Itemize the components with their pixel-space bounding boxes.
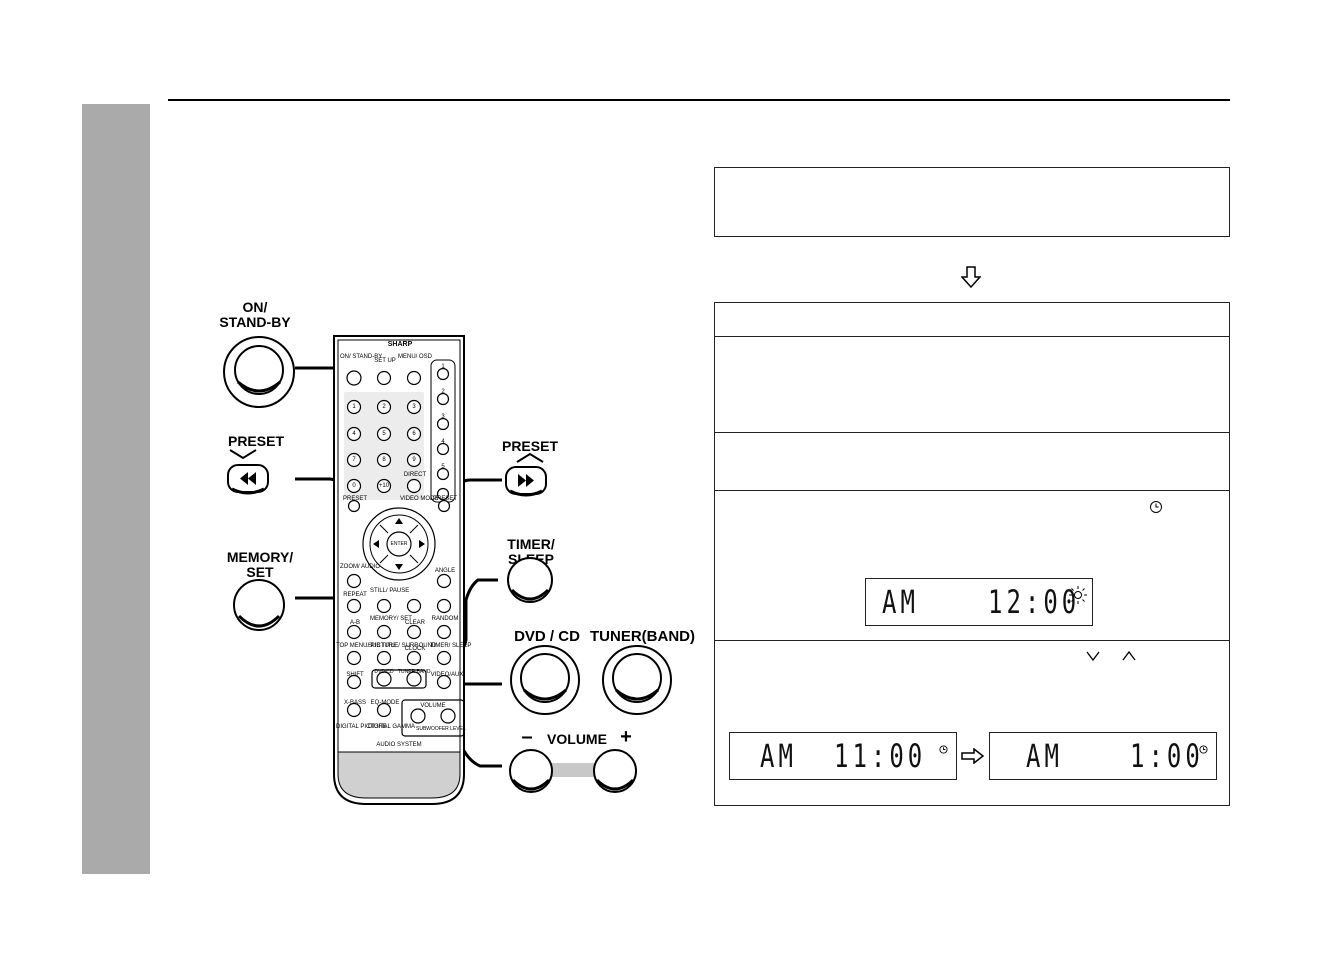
arrow-down-icon [961, 266, 981, 288]
side-preset-5[interactable]: 5 [441, 464, 445, 470]
remote-body [333, 335, 465, 805]
lcd-display-after: AM 1:00 [989, 732, 1217, 780]
remote-clock-label: CLOCK [404, 646, 426, 652]
section-tab [82, 104, 150, 874]
preset-down-button[interactable] [226, 463, 270, 495]
lcd-am: AM [882, 583, 919, 621]
remote-video-aux-label: VIDEO/AUX [430, 672, 464, 678]
memory-set-button[interactable] [231, 578, 287, 632]
intro-box [714, 167, 1230, 237]
remote-buttons [346, 367, 456, 724]
remote-x-bass-label: X-BASS [343, 700, 366, 706]
remote-digital-gamma-label: DIGITAL GAMMA [368, 724, 416, 730]
remote-brand: SHARP [387, 341, 413, 348]
remote-preset-up-label: PRESET [432, 496, 457, 502]
clock-icon [1199, 745, 1208, 754]
side-preset-3[interactable]: 3 [441, 414, 445, 420]
lcd-time: 12:00 [988, 583, 1081, 621]
dvd-cd-callout-label: DVD / CD [514, 628, 580, 645]
side-preset-2[interactable]: 2 [441, 389, 445, 395]
preset-down-callout-label: PRESET [227, 433, 284, 449]
remote-shift-label: SHIFT [346, 672, 364, 678]
remote-video-mode-label: VIDEO MODE [400, 496, 439, 502]
remote-direct-label: DIRECT [403, 472, 427, 478]
tuner-band-button[interactable] [600, 644, 674, 716]
remote-timer-sleep-label: TIMER/ SLEEP [430, 643, 472, 649]
remote-eq-mode-label: EQ-MODE [370, 700, 400, 706]
lcd-display-before: AM 11:00 [729, 732, 957, 780]
on-standby-button[interactable] [222, 334, 296, 410]
remote-tuner-band-label: TUNER BAND [398, 669, 431, 675]
volume-down-button[interactable] [506, 748, 556, 796]
num-0[interactable]: 0 [352, 483, 356, 489]
arrow-right-icon [961, 748, 985, 764]
num-5[interactable]: 5 [382, 431, 386, 437]
header-rule [168, 99, 1230, 101]
remote-subtitle-label: SUB TITLE/ SURROUND [368, 643, 436, 649]
steps-box: AM 12:00 AM 11:00 AM 1:00 [714, 302, 1230, 806]
volume-up-button[interactable] [590, 748, 640, 796]
remote-memory-set-label: MEMORY/ SET [370, 616, 412, 622]
step-header-row [715, 303, 1229, 337]
volume-callout-label: VOLUME [547, 731, 607, 747]
side-preset-1[interactable]: 1 [441, 364, 445, 370]
remote-angle-label: ANGLE [434, 568, 456, 574]
remote-random-label: RANDOM [431, 616, 459, 622]
remote-menu-label: MENU/ OSD [398, 354, 433, 360]
chevron-up-icon [516, 452, 544, 463]
clock-icon [1150, 501, 1162, 513]
dvd-cd-button[interactable] [508, 644, 582, 716]
num-plus10[interactable]: +10 [378, 483, 390, 489]
num-1[interactable]: 1 [352, 404, 356, 410]
num-7[interactable]: 7 [352, 457, 356, 463]
remote-volume-label: VOLUME [420, 703, 446, 709]
step-3-row: AM 12:00 [715, 490, 1229, 641]
num-2[interactable]: 2 [382, 404, 386, 410]
remote-top-menu-label: TOP MENU/ PICTURE [336, 643, 398, 649]
memory-set-callout-label: MEMORY/SET [226, 549, 294, 580]
remote-still-pause-label: STILL/ PAUSE [370, 588, 410, 594]
remote-repeat-label: REPEAT [343, 592, 367, 598]
step-2-row [715, 432, 1229, 491]
remote-digital-picture-label: DIGITAL PICTURE [336, 724, 387, 730]
volume-minus-label: – [521, 726, 533, 748]
remote-clear-label: CLEAR [404, 620, 425, 626]
remote-footer-label: AUDIO SYSTEM [376, 742, 422, 748]
preset-up-callout-label: PRESET [501, 438, 558, 454]
clock-icon [939, 745, 948, 754]
blinking-timer-icon [1069, 586, 1087, 604]
step-1-row [715, 336, 1229, 433]
remote-preset-down-label: PRESET [342, 496, 367, 502]
preset-up-button[interactable] [504, 465, 548, 497]
side-preset-4[interactable]: 4 [441, 439, 445, 445]
chevron-up-icon [1122, 650, 1136, 661]
on-standby-callout-label: ON/STAND-BY [219, 299, 291, 330]
num-8[interactable]: 8 [382, 457, 386, 463]
timer-sleep-button[interactable] [505, 556, 555, 606]
lcd-am: AM [1026, 737, 1063, 775]
remote-subwoofer-label: SUBWOOFER LEVEL [416, 726, 466, 732]
chevron-down-icon [1086, 651, 1100, 662]
remote-ab-label: A-B [349, 620, 360, 626]
chevron-down-icon [229, 449, 257, 460]
remote-control: SHARP ON/ STAND-BY SET UP MENU/ OSD PRES… [332, 334, 472, 806]
num-3[interactable]: 3 [412, 404, 416, 410]
lcd-time: 11:00 [834, 737, 927, 775]
lcd-time: 1:00 [1130, 737, 1204, 775]
num-9[interactable]: 9 [412, 457, 416, 463]
remote-zoom-audio-label: ZOOM/ AUDIO [340, 564, 381, 570]
remote-enter-label[interactable]: ENTER [390, 541, 408, 547]
tuner-band-callout-label: TUNER(BAND) [590, 628, 695, 645]
lcd-am: AM [760, 737, 797, 775]
lcd-display-step3: AM 12:00 [865, 578, 1093, 626]
remote-setup-label: SET UP [374, 358, 396, 364]
num-4[interactable]: 4 [352, 431, 356, 437]
num-6[interactable]: 6 [412, 431, 416, 437]
remote-dvd-cd-label: DVD/CD [374, 669, 394, 675]
step-4-row: AM 11:00 AM 1:00 [715, 640, 1229, 807]
remote-on-standby-label: ON/ STAND-BY [340, 354, 383, 360]
volume-plus-label: + [620, 726, 632, 748]
